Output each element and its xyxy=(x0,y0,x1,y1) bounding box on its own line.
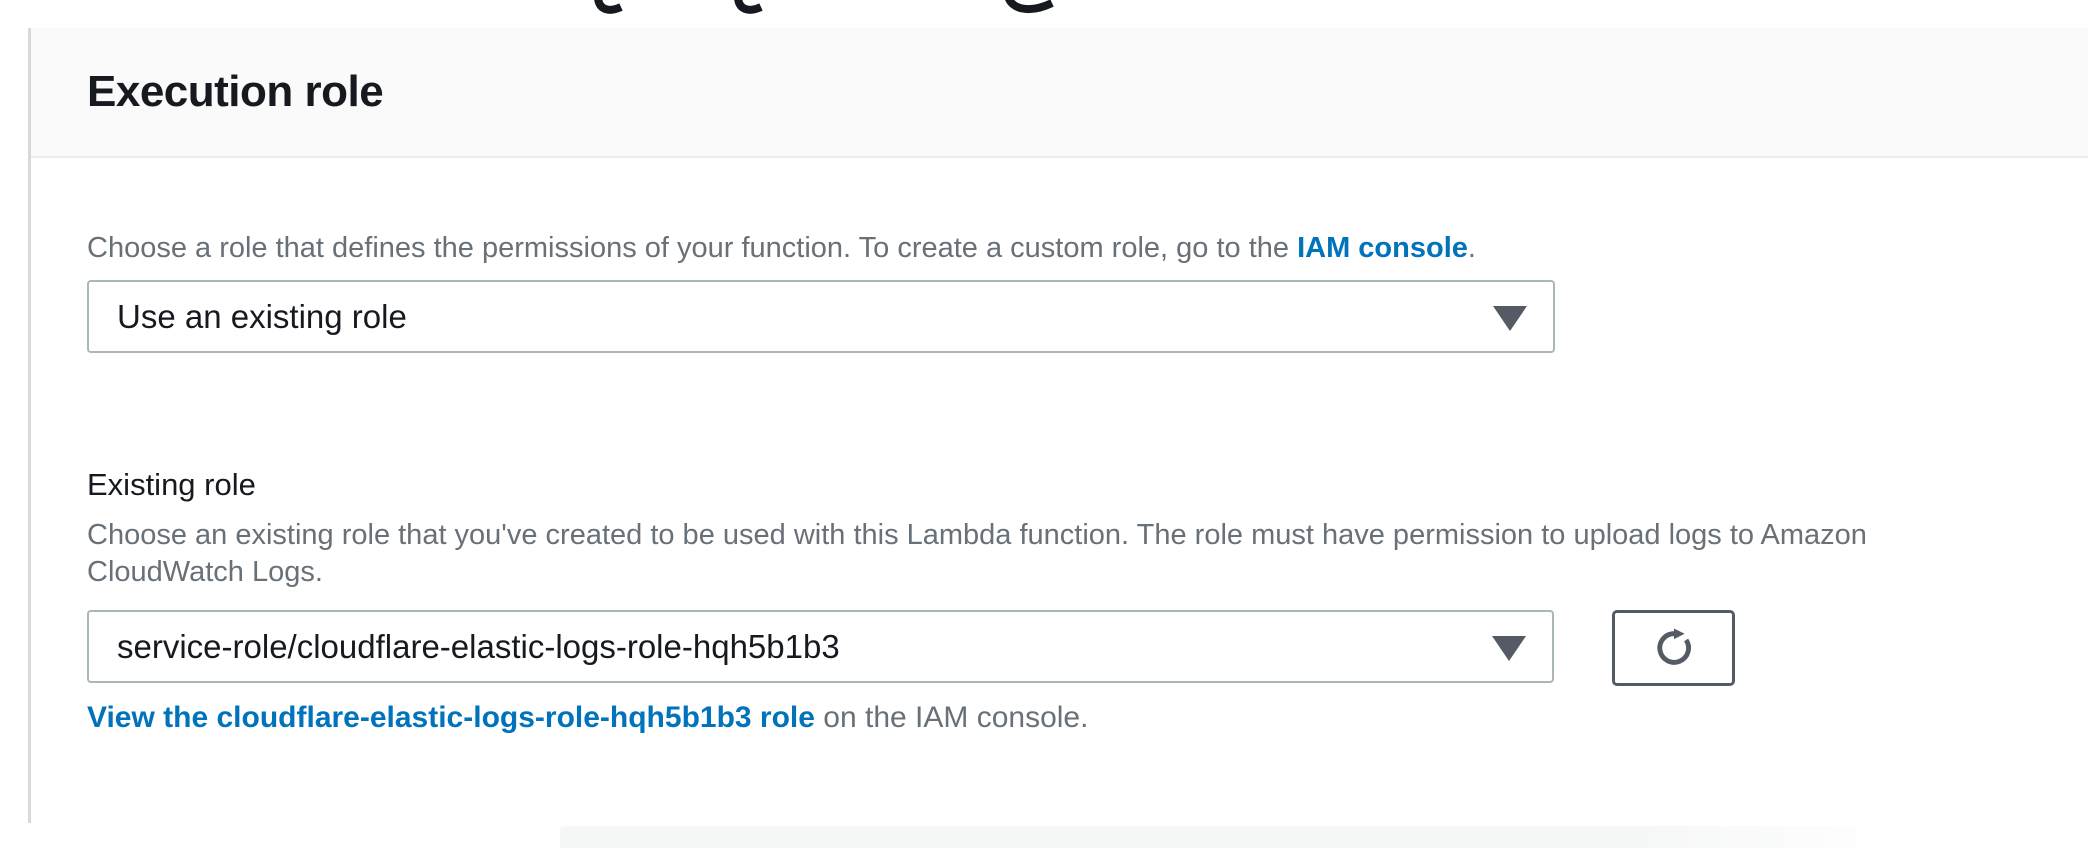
existing-role-description: Choose an existing role that you've crea… xyxy=(87,519,1867,588)
view-role-suffix: on the IAM console. xyxy=(814,701,1089,734)
view-role-link[interactable]: View the cloudflare-elastic-logs-role-hq… xyxy=(87,701,815,734)
clipped-text-descender xyxy=(1005,0,1054,14)
role-source-select-value: Use an existing role xyxy=(117,297,407,335)
existing-role-select[interactable]: service-role/cloudflare-elastic-logs-rol… xyxy=(87,610,1554,683)
iam-console-link[interactable]: IAM console xyxy=(1297,232,1468,264)
refresh-icon xyxy=(1656,628,1691,665)
existing-role-label: Existing role xyxy=(87,467,256,502)
clipped-text-descender xyxy=(734,0,763,14)
view-role-line: View the cloudflare-elastic-logs-role-hq… xyxy=(87,699,2088,737)
existing-role-row: service-role/cloudflare-elastic-logs-rol… xyxy=(87,610,2088,686)
below-panel-edge xyxy=(560,826,1905,848)
execution-role-panel: Execution role Choose a role that define… xyxy=(28,28,2088,823)
refresh-roles-button[interactable] xyxy=(1612,610,1735,686)
panel-header: Execution role xyxy=(31,28,2088,158)
panel-body: Choose a role that defines the permissio… xyxy=(31,158,2088,737)
intro-text: Choose a role that defines the permissio… xyxy=(87,232,1298,264)
intro-text-period: . xyxy=(1467,232,1476,264)
role-source-select[interactable]: Use an existing role xyxy=(87,280,1555,353)
caret-down-icon xyxy=(1492,636,1526,661)
panel-title: Execution role xyxy=(87,67,384,116)
clipped-text-descender xyxy=(594,0,623,14)
existing-role-select-value: service-role/cloudflare-elastic-logs-rol… xyxy=(117,627,840,665)
caret-down-icon xyxy=(1493,306,1527,331)
role-intro-text: Choose a role that defines the permissio… xyxy=(87,230,2088,267)
